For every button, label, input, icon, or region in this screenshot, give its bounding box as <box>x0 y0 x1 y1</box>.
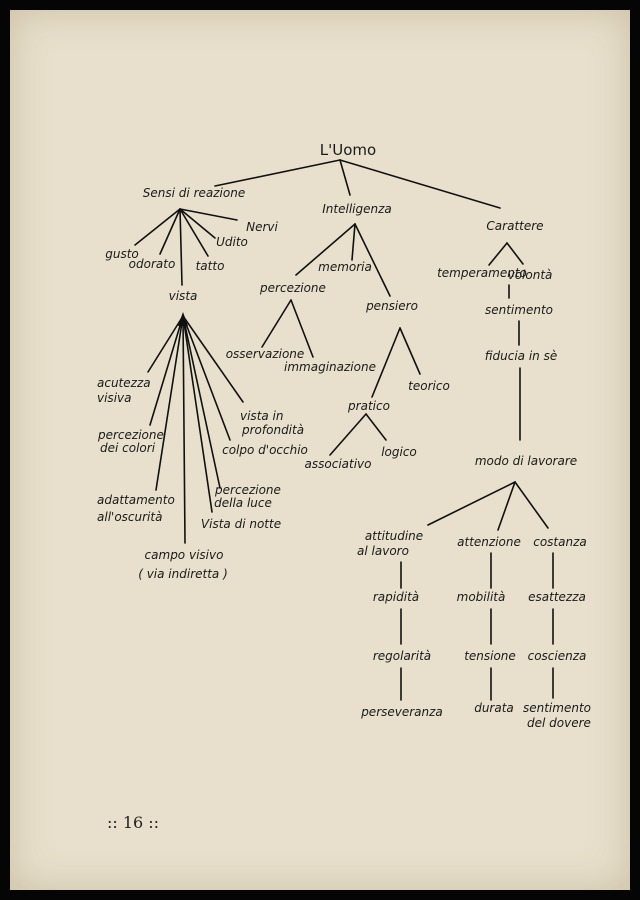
edge-pratico-logico <box>365 413 387 441</box>
edge-vista-acutezza <box>147 315 184 373</box>
label-attitudine-2: al lavoro <box>357 544 409 558</box>
label-adattamento-2: all'oscurità <box>97 510 162 524</box>
edge-percezione-osservazione <box>261 299 292 348</box>
edge-intelligenza-pensiero <box>354 223 391 297</box>
label-rapidita: rapidità <box>373 590 419 604</box>
label-mobilita: mobilità <box>457 590 506 604</box>
page-number: :: 16 :: <box>107 813 159 832</box>
sensi-title: Sensi di reazione <box>143 186 245 200</box>
label-attitudine-1: attitudine <box>365 529 423 543</box>
edge-vista-notte <box>182 315 213 513</box>
edge-pensiero-teorico <box>399 327 421 375</box>
label-acutezza-2: visiva <box>97 391 131 405</box>
edge-intelligenza-percezione <box>295 223 356 276</box>
edge-root-carattere <box>339 159 501 209</box>
label-regolarita: regolarità <box>373 649 431 663</box>
carattere-title: Carattere <box>486 219 543 233</box>
label-teorico: teorico <box>408 379 450 393</box>
edge-pensiero-pratico <box>371 327 401 398</box>
label-osservazione: osservazione <box>226 347 305 361</box>
label-sentimento: sentimento <box>485 303 553 317</box>
label-pratico: pratico <box>347 399 390 413</box>
edge-sensi-vista <box>179 208 183 286</box>
label-campo-2: ( via indiretta ) <box>138 567 228 581</box>
label-odorato: odorato <box>129 257 176 271</box>
label-gusto: gusto <box>105 247 139 261</box>
label-attenzione: attenzione <box>457 535 521 549</box>
intelligenza-title: Intelligenza <box>322 202 392 216</box>
label-esattezza: esattezza <box>528 590 586 604</box>
edge-sensi-tatto <box>179 208 209 257</box>
edge-root-intelligenza <box>339 159 351 196</box>
label-nervi: Nervi <box>246 220 278 234</box>
edge-modo-attitudine <box>427 481 516 526</box>
edge-vista-luce <box>182 315 221 489</box>
edge-carattere-volonta <box>506 242 524 265</box>
paper-page <box>10 10 630 890</box>
label-udito: Udito <box>216 235 248 249</box>
edge-percezione-immaginazione <box>290 299 314 358</box>
label-colori-1: percezione <box>97 428 164 442</box>
label-colpo: colpo d'occhio <box>222 443 308 457</box>
edge-sensi-odorato <box>159 208 181 255</box>
label-luce-1: percezione <box>214 483 281 497</box>
edge-intelligenza-memoria <box>351 223 356 261</box>
label-immaginazione: immaginazione <box>284 360 376 374</box>
root-label: L'Uomo <box>320 141 376 159</box>
label-campo-1: campo visivo <box>145 548 224 562</box>
label-sentimento-dovere-2: del dovere <box>527 716 591 730</box>
label-profondita-1: vista in <box>240 409 284 423</box>
label-vista: vista <box>169 289 198 303</box>
edge-vista-colpo <box>182 315 231 441</box>
edge-root-sensi <box>214 159 341 187</box>
label-logico: logico <box>381 445 417 459</box>
label-coscienza: coscienza <box>528 649 587 663</box>
edge-modo-costanza <box>514 481 549 529</box>
label-memoria: memoria <box>318 260 372 274</box>
edge-vista-campo <box>182 315 186 544</box>
edge-pratico-associativo <box>329 413 367 456</box>
label-sentimento-dovere-1: sentimento <box>523 701 591 715</box>
edge-modo-attenzione <box>497 481 516 531</box>
label-pensiero: pensiero <box>365 299 418 313</box>
label-colori-2: dei colori <box>100 441 156 455</box>
label-perseveranza: perseveranza <box>360 705 443 719</box>
label-tatto: tatto <box>196 259 225 273</box>
label-luce-2: della luce <box>214 496 272 510</box>
label-percezione: percezione <box>259 281 326 295</box>
label-costanza: costanza <box>533 535 587 549</box>
label-adattamento-1: adattamento <box>97 493 175 507</box>
label-temperamento: temperamento <box>437 266 527 280</box>
edge-vista-profondita <box>182 315 244 403</box>
label-volonta: volontà <box>508 268 553 282</box>
edge-sensi-udito <box>179 208 216 239</box>
label-durata: durata <box>474 701 514 715</box>
edge-carattere-temperamento <box>488 242 508 266</box>
label-fiducia: fiducia in sè <box>485 349 557 363</box>
label-profondita-2: profondità <box>241 423 304 437</box>
label-notte: Vista di notte <box>201 517 281 531</box>
edge-sensi-gusto <box>134 208 181 246</box>
edge-vista-colori <box>149 315 184 426</box>
label-associativo: associativo <box>305 457 372 471</box>
label-tensione: tensione <box>464 649 516 663</box>
edge-vista-adattamento <box>155 315 184 491</box>
edge-sensi-nervi <box>179 208 238 221</box>
label-modo: modo di lavorare <box>475 454 577 468</box>
label-acutezza-1: acutezza <box>97 376 151 390</box>
